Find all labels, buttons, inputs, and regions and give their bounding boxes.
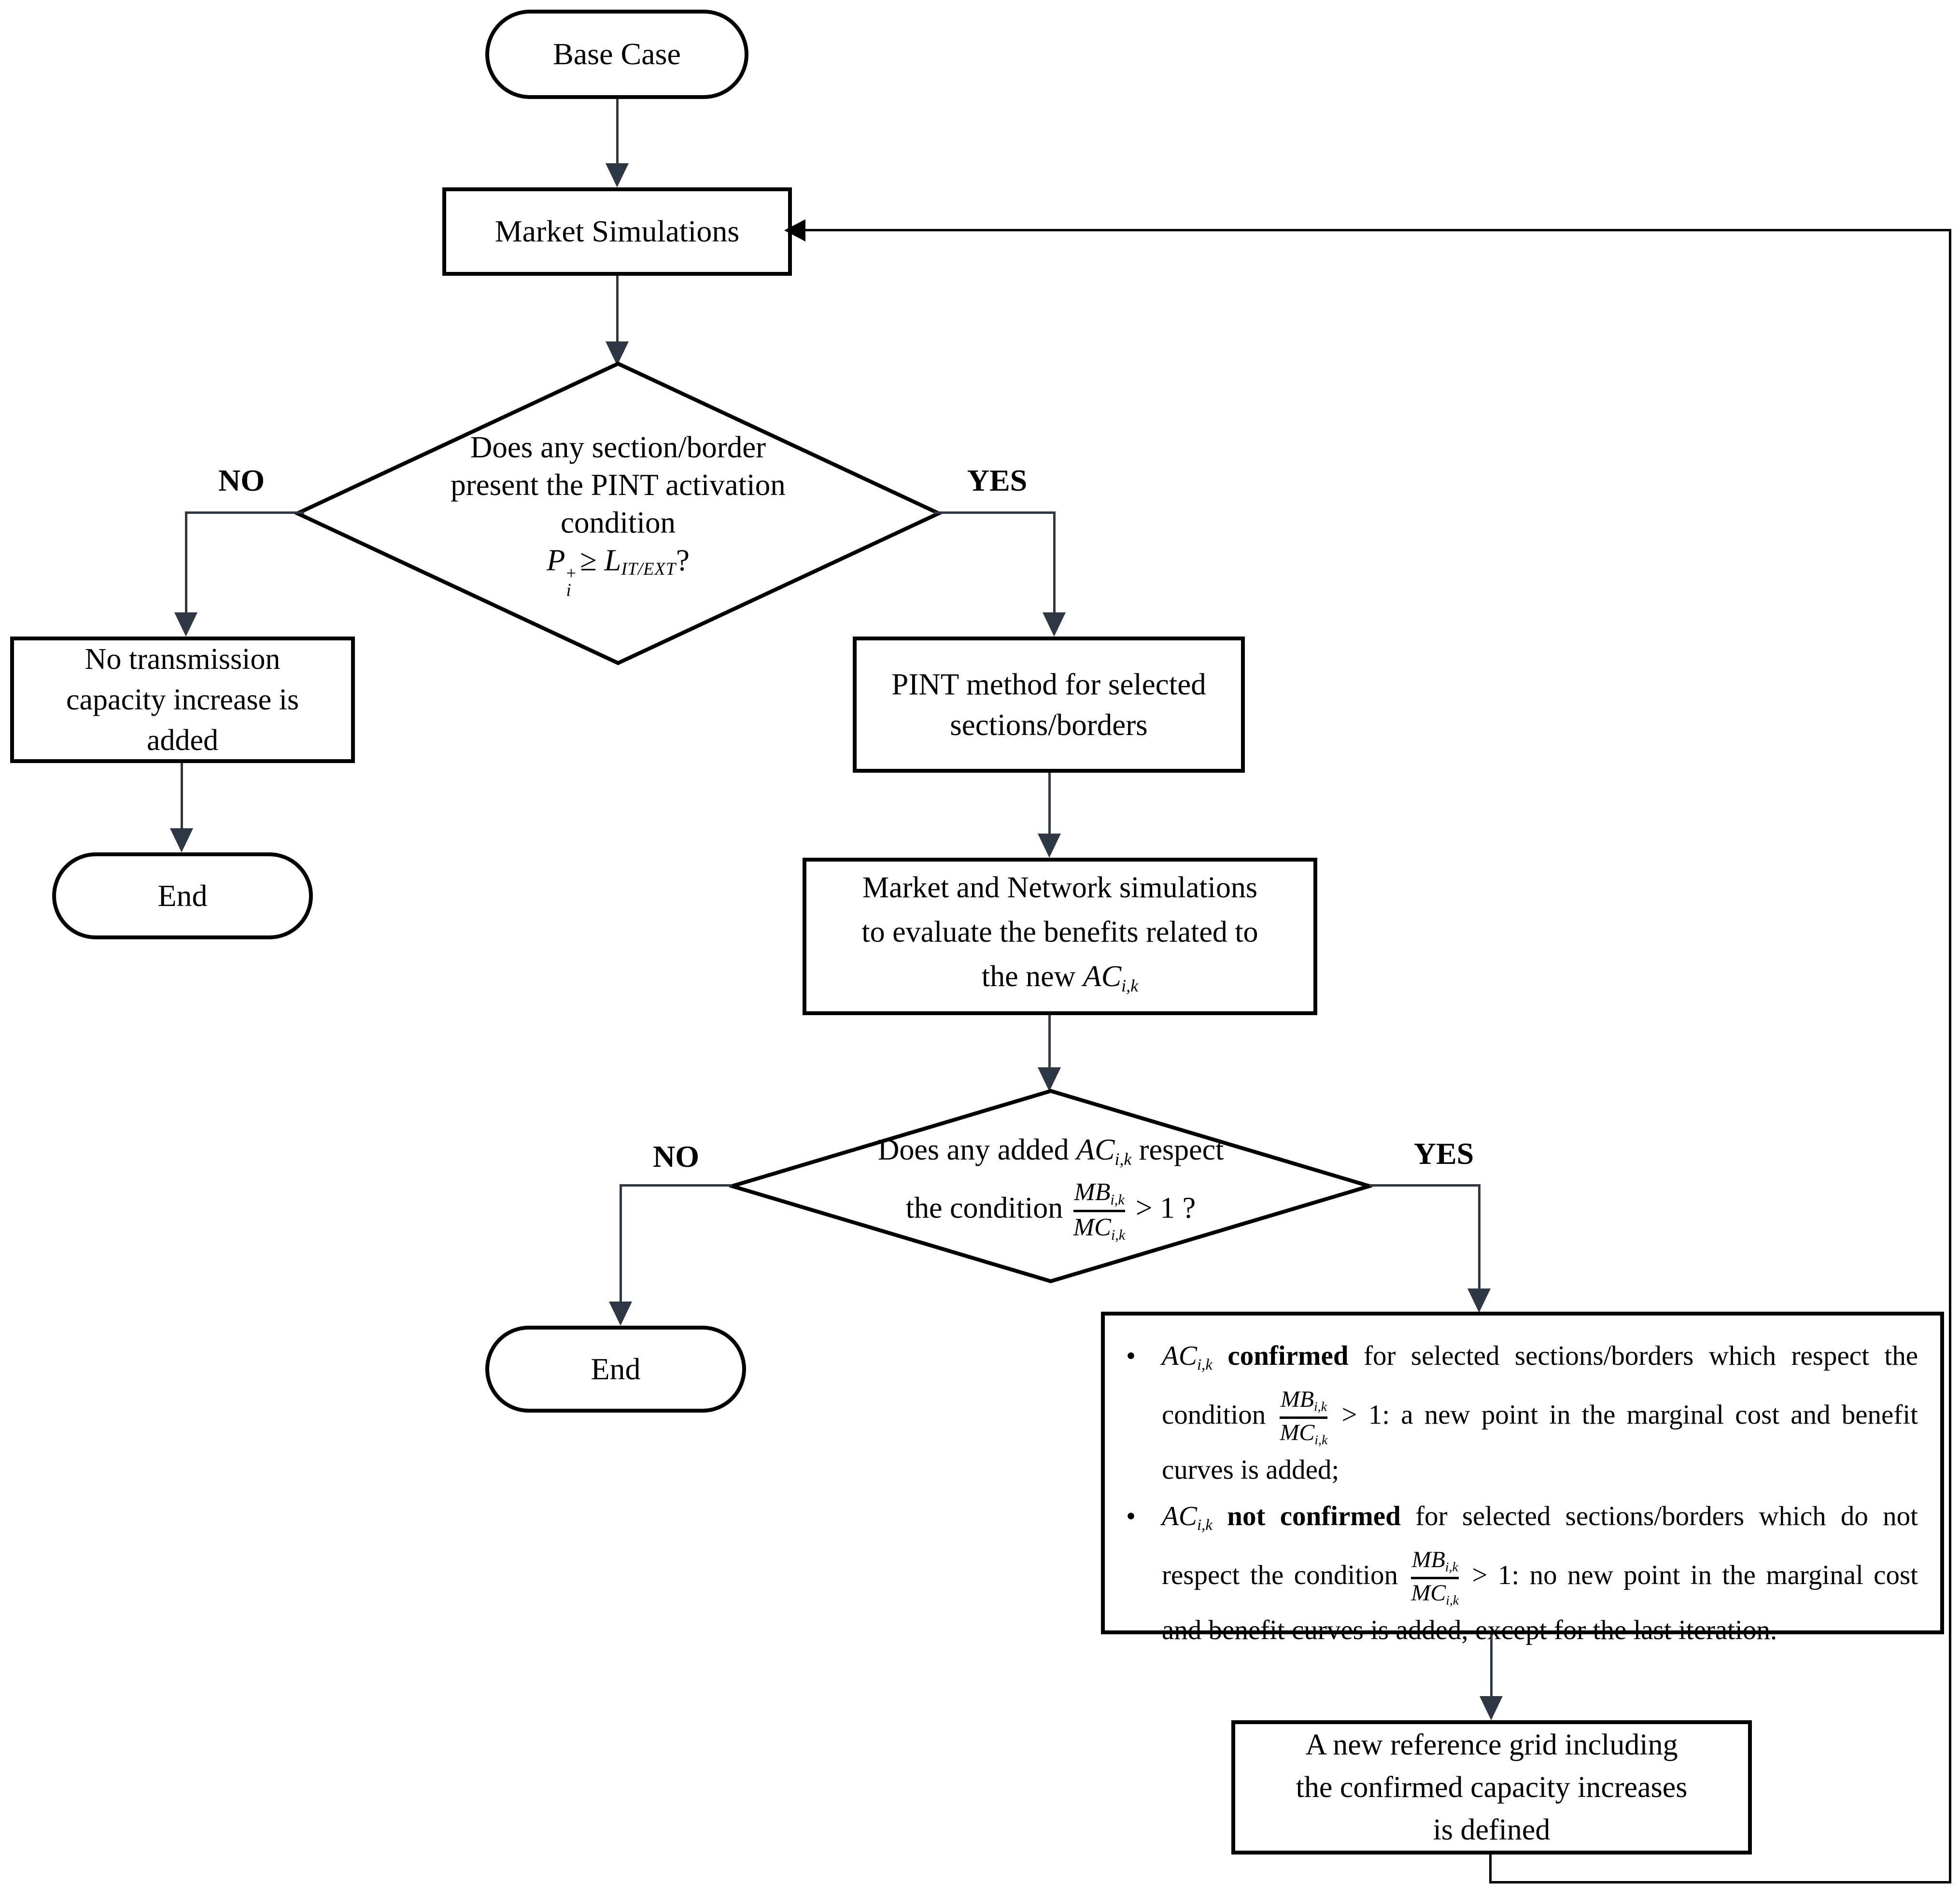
connector-line [616, 276, 619, 343]
pint-method-line: sections/borders [950, 708, 1148, 742]
arrowhead-left-icon [784, 219, 805, 241]
connector-line [934, 511, 1056, 514]
connector-line [616, 99, 619, 167]
no-branch-label-1: NO [218, 463, 265, 497]
bullet-dot-icon: • [1126, 1501, 1136, 1532]
arrowhead-down-icon [1480, 1696, 1503, 1720]
connector-line [620, 1184, 622, 1302]
decision-diamond [295, 361, 942, 665]
arrowhead-down-icon [1467, 1288, 1491, 1313]
yes-branch-label-1: YES [967, 463, 1028, 497]
arrowhead-down-icon [170, 828, 193, 852]
arrowhead-down-icon [609, 1302, 632, 1326]
not-confirmed-bullet: • ACi,k not confirmed for selected secti… [1126, 1493, 1918, 1654]
no-capacity-line: No transmission [85, 643, 281, 676]
end-node-label: End [157, 878, 208, 913]
arrowhead-down-icon [1043, 612, 1066, 637]
new-grid-line: is defined [1433, 1813, 1551, 1846]
arrowhead-down-icon [606, 341, 629, 366]
end-node-2: End [485, 1326, 746, 1413]
yes-branch-label-2: YES [1413, 1136, 1474, 1171]
arrowhead-down-icon [1038, 1067, 1061, 1091]
market-network-line: the new ACi,k [981, 960, 1139, 995]
connector-line [1369, 1184, 1481, 1187]
fraction-bar [1411, 1576, 1459, 1579]
connector-line [1490, 1634, 1493, 1697]
connector-line [1478, 1184, 1481, 1289]
market-network-simulations-node: Market and Network simulations to evalua… [803, 858, 1317, 1015]
decision1-text-line: present the PINT activation [451, 467, 786, 502]
loop-line [1489, 1855, 1492, 1883]
connector-line [185, 511, 304, 514]
loop-line [804, 229, 1951, 231]
loop-line [1949, 229, 1951, 1883]
fraction-bar [1280, 1416, 1328, 1419]
market-simulations-label: Market Simulations [494, 214, 740, 249]
market-simulations-node: Market Simulations [442, 187, 792, 276]
connector-line [1048, 773, 1051, 835]
benefit-cost-decision-shape [729, 1089, 1372, 1284]
pint-activation-decision-shape [295, 361, 942, 665]
connector-line [1048, 1015, 1051, 1069]
decision2-text-line: Does any added ACi,k respect [877, 1133, 1224, 1169]
benefit-cost-decision: Does any added ACi,k respect the conditi… [729, 1088, 1372, 1284]
pint-method-node: PINT method for selected sections/border… [853, 637, 1245, 773]
p-supsub: +i [566, 563, 577, 600]
market-network-line: to evaluate the benefits related to [861, 915, 1258, 948]
decision1-math-condition: P+i≥ LIT/EXT? [546, 543, 690, 600]
fraction-bar [1073, 1209, 1126, 1212]
capacity-confirmation-note: • ACi,k confirmed for selected sections/… [1101, 1312, 1944, 1645]
no-capacity-line: capacity increase is [66, 683, 299, 716]
connector-line [185, 511, 187, 613]
end-node-label: End [591, 1351, 641, 1386]
arrowhead-down-icon [606, 163, 629, 187]
start-node-base-case: Base Case [485, 10, 748, 99]
new-grid-line: A new reference grid including [1305, 1728, 1678, 1761]
market-network-line: Market and Network simulations [862, 871, 1257, 904]
decision1-text-line: condition [561, 505, 676, 539]
no-branch-label-2: NO [653, 1139, 699, 1174]
end-node-1: End [52, 852, 313, 939]
start-node-label: Base Case [553, 37, 681, 71]
pint-activation-decision: Does any section/border present the PINT… [295, 361, 942, 666]
confirmed-bullet: • ACi,k confirmed for selected sections/… [1126, 1333, 1918, 1493]
connector-line [181, 763, 183, 829]
connector-line [620, 1184, 732, 1187]
no-capacity-increase-node: No transmission capacity increase is add… [10, 637, 355, 763]
bullet-dot-icon: • [1126, 1341, 1136, 1371]
pint-method-line: PINT method for selected [891, 667, 1206, 701]
decision1-text-line: Does any section/border [470, 430, 766, 464]
connector-line [1053, 511, 1056, 613]
loop-line [1489, 1881, 1951, 1883]
no-capacity-line: added [146, 724, 219, 757]
new-grid-line: the confirmed capacity increases [1296, 1771, 1688, 1804]
new-reference-grid-node: A new reference grid including the confi… [1231, 1720, 1752, 1855]
arrowhead-down-icon [1038, 834, 1061, 858]
arrowhead-down-icon [174, 612, 197, 637]
decision-diamond [729, 1089, 1372, 1284]
